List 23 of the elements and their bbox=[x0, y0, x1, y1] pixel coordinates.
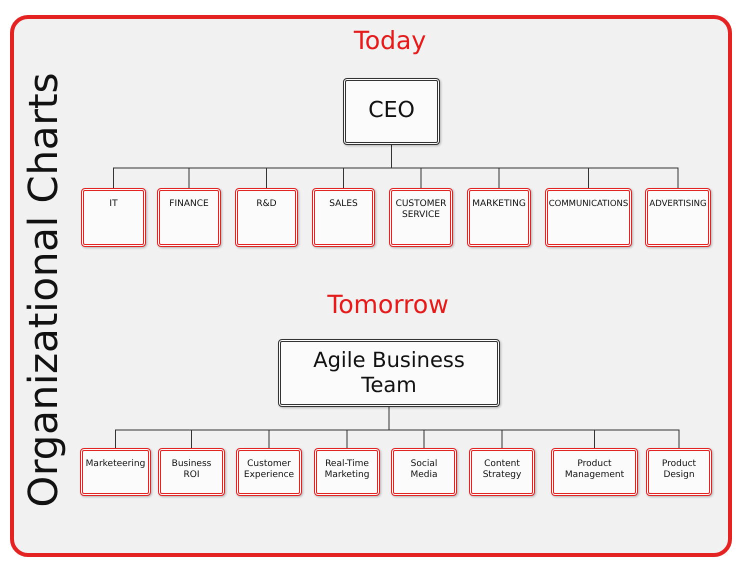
department-box: Product Management bbox=[551, 448, 638, 496]
department-box: CUSTOMER SERVICE bbox=[389, 188, 453, 247]
department-box: FINANCE bbox=[157, 188, 221, 247]
department-box: IT bbox=[81, 188, 146, 247]
department-box: R&D bbox=[235, 188, 298, 247]
department-box: Real-Time Marketing bbox=[314, 448, 380, 496]
department-box: Product Design bbox=[646, 448, 712, 496]
section-heading: Today bbox=[354, 26, 426, 55]
department-box: Business ROI bbox=[158, 448, 225, 496]
department-box: SALES bbox=[312, 188, 375, 247]
chart-title: Organizational Charts bbox=[21, 72, 67, 508]
leader-box: CEO bbox=[343, 78, 440, 145]
department-box: Content Strategy bbox=[469, 448, 535, 496]
leader-box: Agile Business Team bbox=[278, 339, 500, 407]
department-box: Customer Experience bbox=[236, 448, 302, 496]
department-box: Social Media bbox=[391, 448, 457, 496]
connector-line bbox=[388, 406, 680, 448]
department-box: COMMUNICATIONS bbox=[545, 188, 632, 247]
department-box: Marketeering bbox=[80, 448, 151, 496]
department-box: MARKETING bbox=[467, 188, 531, 247]
connector-line bbox=[391, 144, 678, 188]
department-box: ADVERTISING bbox=[645, 188, 711, 247]
section-heading: Tomorrow bbox=[327, 290, 449, 319]
